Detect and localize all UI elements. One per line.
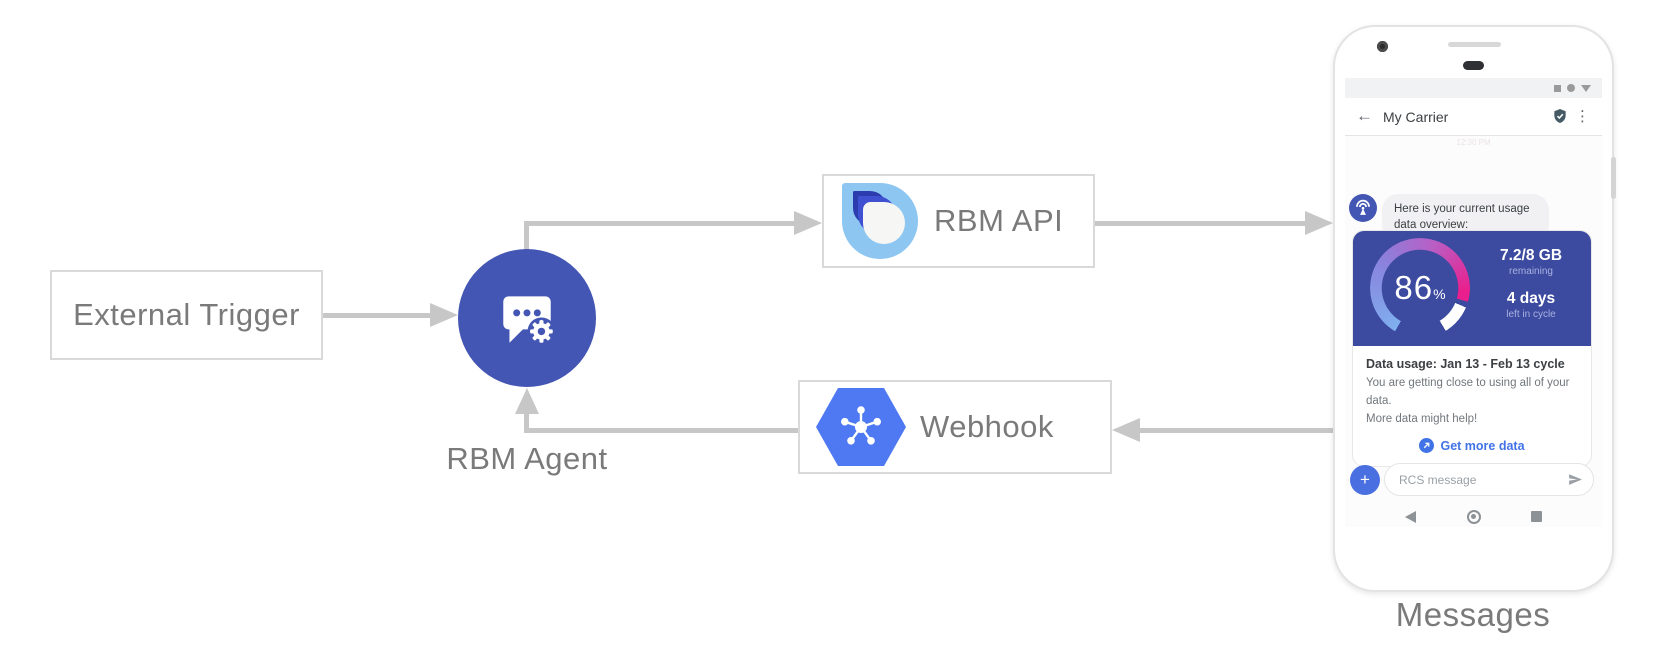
status-triangle-icon bbox=[1581, 84, 1591, 92]
nav-home-button[interactable] bbox=[1466, 509, 1481, 524]
webhook-box: Webhook bbox=[798, 380, 1112, 474]
line-agent-up bbox=[524, 221, 529, 251]
usage-gauge-panel: 86 % 7.2/8 GB remaining 4 days left in c… bbox=[1353, 231, 1591, 346]
phone-screen: ← My Carrier ⋮ 12:30 PM bbox=[1345, 78, 1602, 527]
power-button bbox=[1611, 157, 1616, 199]
messages-caption: Messages bbox=[1395, 596, 1551, 633]
arrowhead-api-to-phone bbox=[1305, 211, 1333, 235]
line-trigger-to-agent bbox=[323, 313, 433, 318]
line-phone-to-webhook bbox=[1140, 428, 1334, 433]
conversation-header: ← My Carrier ⋮ bbox=[1345, 98, 1602, 136]
nav-recents-button[interactable] bbox=[1531, 511, 1542, 522]
compose-bar: + bbox=[1350, 463, 1598, 496]
arrowhead-agent-to-api bbox=[794, 211, 822, 235]
verified-shield-icon bbox=[1552, 107, 1568, 125]
remaining-label: remaining bbox=[1509, 266, 1553, 277]
overflow-menu-icon[interactable]: ⋮ bbox=[1575, 108, 1590, 125]
front-camera bbox=[1377, 41, 1388, 52]
external-trigger-label: External Trigger bbox=[73, 297, 300, 332]
external-trigger-box: External Trigger bbox=[50, 270, 323, 360]
earpiece bbox=[1463, 61, 1484, 70]
days-value: 4 days bbox=[1506, 290, 1556, 307]
webhook-label: Webhook bbox=[920, 409, 1054, 444]
add-attachment-button[interactable]: + bbox=[1350, 464, 1380, 495]
line-agent-bottom bbox=[524, 413, 529, 433]
arrowhead-phone-to-webhook bbox=[1112, 418, 1140, 442]
days-label: left in cycle bbox=[1506, 309, 1556, 320]
antenna-icon bbox=[1356, 199, 1370, 215]
rbm-agent-caption: RBM Agent bbox=[446, 441, 608, 476]
android-navbar bbox=[1345, 506, 1602, 527]
send-icon[interactable] bbox=[1567, 471, 1584, 493]
status-icons bbox=[1554, 84, 1591, 92]
line-webhook-to-agent bbox=[524, 428, 800, 433]
usage-percent: 86 % bbox=[1394, 269, 1446, 306]
usage-rich-card: 86 % 7.2/8 GB remaining 4 days left in c… bbox=[1352, 230, 1592, 468]
status-square-icon bbox=[1554, 84, 1561, 92]
chat-gear-icon bbox=[503, 296, 556, 346]
status-bar bbox=[1345, 78, 1602, 98]
rbm-api-label: RBM API bbox=[934, 203, 1064, 238]
rcs-message-input[interactable] bbox=[1399, 464, 1549, 495]
conversation-title: My Carrier bbox=[1383, 109, 1449, 125]
get-more-data-button[interactable]: Get more data bbox=[1366, 438, 1578, 454]
line-agent-to-api bbox=[524, 221, 796, 226]
rbm-api-logo-icon bbox=[842, 183, 918, 259]
rbm-api-box: RBM API bbox=[822, 174, 1095, 268]
remaining-value: 7.2/8 GB bbox=[1499, 247, 1563, 264]
message-timestamp: 12:30 PM bbox=[1456, 138, 1491, 147]
agent-avatar bbox=[1349, 194, 1377, 222]
usage-stats: 7.2/8 GB remaining 4 days left in cycle bbox=[1475, 231, 1587, 346]
speaker-grille bbox=[1448, 42, 1501, 47]
message-input-pill bbox=[1384, 463, 1594, 496]
arrowhead-trigger-to-agent bbox=[430, 303, 458, 327]
usage-card-text: You are getting close to using all of yo… bbox=[1366, 377, 1570, 425]
usage-card-body: Data usage: Jan 13 - Feb 13 cycle You ar… bbox=[1353, 346, 1591, 467]
get-more-data-label: Get more data bbox=[1440, 438, 1525, 453]
get-more-data-icon bbox=[1419, 438, 1435, 454]
usage-gauge-ring bbox=[1370, 238, 1470, 338]
arrowhead-webhook-to-agent bbox=[515, 388, 539, 414]
webhook-hexagon-icon bbox=[816, 388, 906, 466]
status-circle-icon bbox=[1567, 84, 1575, 92]
back-arrow-icon[interactable]: ← bbox=[1356, 106, 1373, 125]
nav-back-button[interactable] bbox=[1405, 510, 1416, 523]
phone-mockup: ← My Carrier ⋮ 12:30 PM bbox=[1333, 25, 1616, 592]
line-api-to-phone bbox=[1095, 221, 1307, 226]
usage-card-title: Data usage: Jan 13 - Feb 13 cycle bbox=[1366, 357, 1565, 371]
rbm-agent-node bbox=[458, 249, 596, 387]
